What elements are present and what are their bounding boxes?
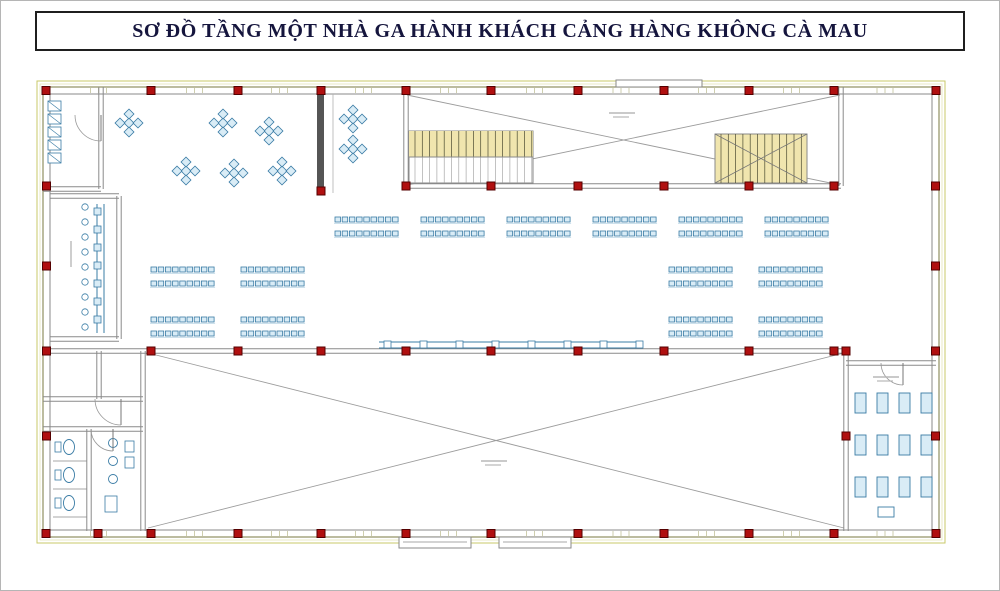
micro-annotations (70, 112, 899, 466)
door-swings (74, 114, 904, 452)
drawing-title-bar: SƠ ĐỒ TẦNG MỘT NHÀ GA HÀNH KHÁCH CẢNG HÀ… (35, 11, 965, 51)
dimension-lines (36, 80, 946, 544)
walls (42, 79, 940, 549)
fixtures-furniture (47, 100, 933, 518)
structural-columns (41, 86, 941, 538)
seating (114, 104, 830, 338)
staircases (408, 130, 808, 184)
drawing-title: SƠ ĐỒ TẦNG MỘT NHÀ GA HÀNH KHÁCH CẢNG HÀ… (132, 19, 868, 42)
